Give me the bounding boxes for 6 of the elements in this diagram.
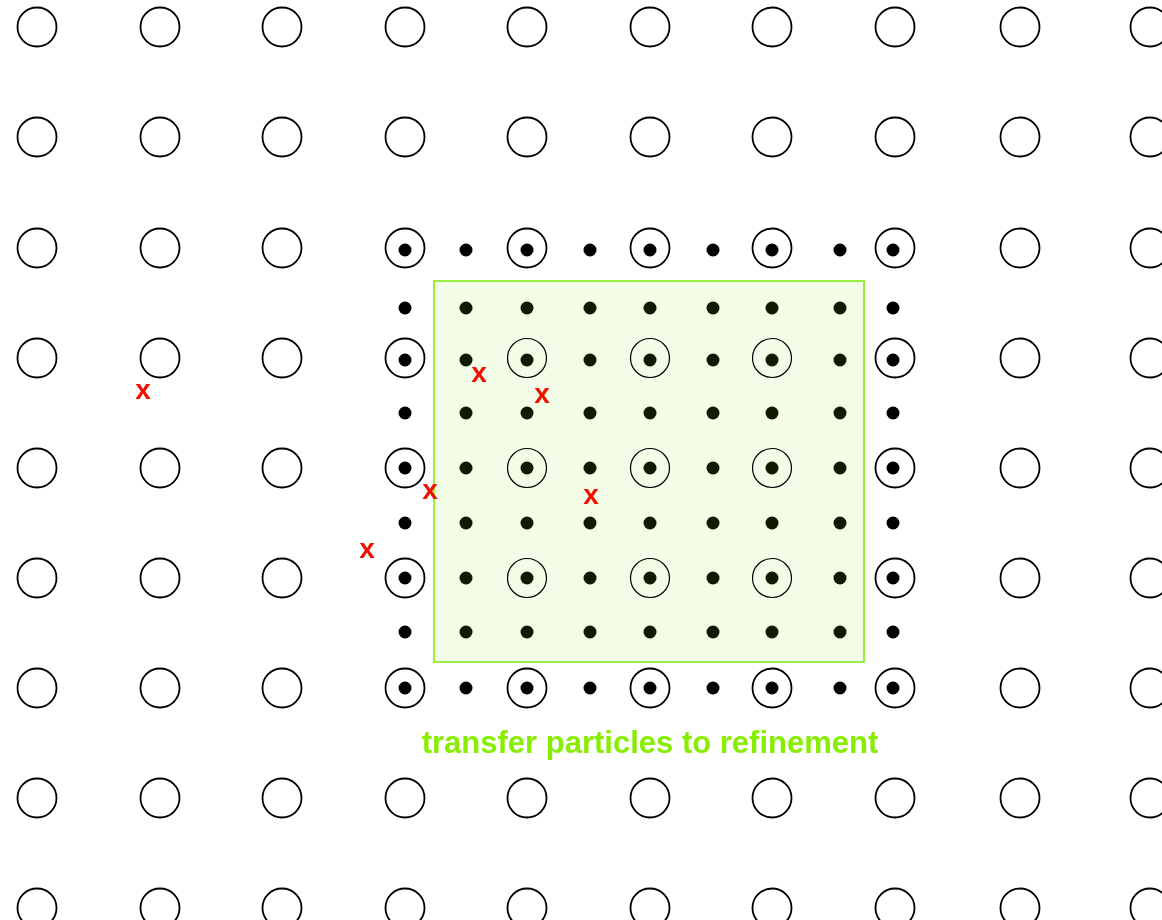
cross-mark: x: [583, 481, 599, 509]
cross-mark: x: [471, 359, 487, 387]
cross-mark: x: [135, 376, 151, 404]
region-caption: transfer particles to refinement: [420, 725, 880, 761]
cross-mark: x: [359, 535, 375, 563]
cross-mark: x: [534, 380, 550, 408]
